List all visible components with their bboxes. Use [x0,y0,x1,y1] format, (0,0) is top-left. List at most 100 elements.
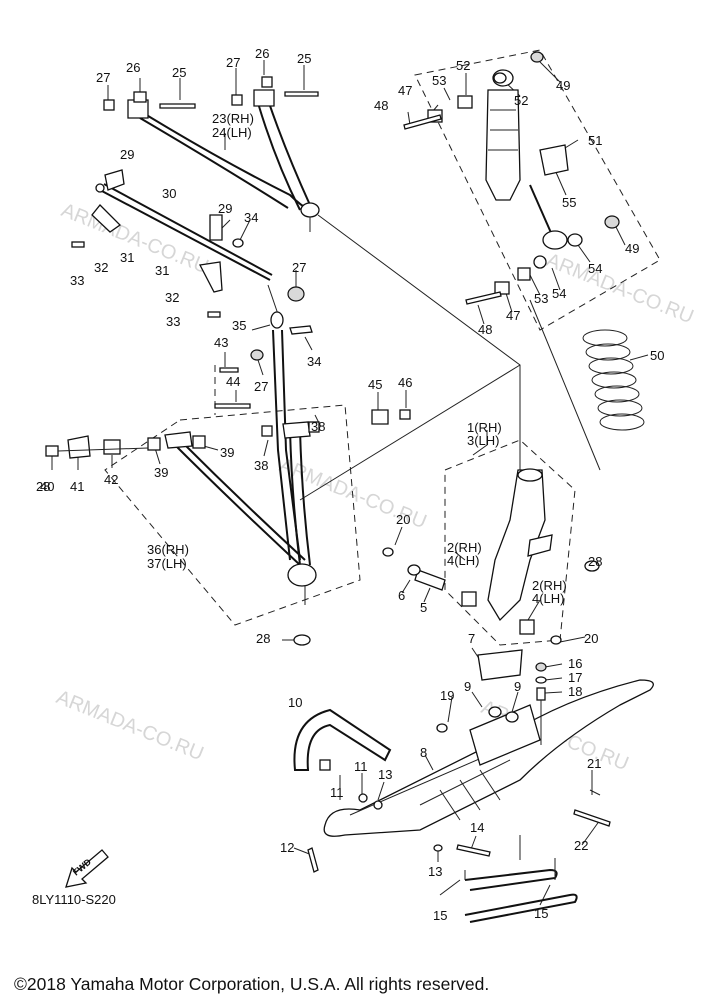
lower-a-arm [147,421,320,646]
callout: 24(LH) [212,125,252,140]
callout: 20 [584,631,598,646]
callout: 41 [70,479,84,494]
callout: 16 [568,656,582,671]
callout: 47 [398,83,412,98]
callout: 37(LH) [147,556,187,571]
callout: 29 [120,147,134,162]
callout: 13 [428,864,442,879]
callout: 31 [155,263,169,278]
callout: 49 [556,78,570,93]
callout: 27 [96,70,110,85]
watermark: ARMADA-CO.RU [58,199,212,278]
callout: 9 [514,679,521,694]
callout: 25 [297,51,311,66]
callout: 26 [126,60,140,75]
callout: 10 [288,695,302,710]
callout: 25 [172,65,186,80]
callout-labels: 1(RH) 3(LH) 2(RH) 4(LH) 2(RH) 4(LH) 5 6 … [36,46,664,923]
callout: 26 [255,46,269,61]
watermarks: ARMADA-CO.RU ARMADA-CO.RU ARMADA-CO.RU A… [53,199,697,775]
callout: 42 [104,472,118,487]
callout: 15 [433,908,447,923]
callout: 17 [568,670,582,685]
callout: 27 [226,55,240,70]
callout: 18 [568,684,582,699]
callout: 22 [574,838,588,853]
callout: 45 [368,377,382,392]
callout: 49 [625,241,639,256]
callout: 54 [588,261,602,276]
watermark: ARMADA-CO.RU [53,686,207,765]
callout: 33 [70,273,84,288]
callout: 8 [420,745,427,760]
upper-arm-hardware [103,76,319,111]
callout: 40 [40,479,54,494]
callout: 52 [514,93,528,108]
callout: 12 [280,840,294,855]
callout: 28 [256,631,270,646]
callout: 39 [154,465,168,480]
callout: 7 [468,631,475,646]
callout: 47 [506,308,520,323]
callout: 4(LH) [447,553,480,568]
wear-bars [433,789,611,923]
callout: 52 [456,58,470,73]
callout: 48 [478,322,492,337]
coil-spring [582,329,645,431]
ski [323,649,654,837]
callout: 44 [226,374,240,389]
shock-absorber [403,51,620,305]
callout: 32 [165,290,179,305]
callout: 50 [650,348,664,363]
callout: 43 [214,335,228,350]
callout: 23(RH) [212,111,254,126]
callout: 39 [220,445,234,460]
callout: 36(RH) [147,542,189,557]
callout: 11 [330,785,344,800]
callout: 4(LH) [532,591,565,606]
callout: 33 [166,314,180,329]
callout: 35 [232,318,246,333]
callout: 1(RH) [467,420,502,435]
callout: 28 [36,479,50,494]
callout: 2(RH) [532,578,567,593]
callout: 19 [440,688,454,703]
ski-handle [293,708,392,873]
callout: 21 [587,756,601,771]
upper-a-arm [127,89,320,232]
callout: 53 [432,73,446,88]
callout: 51 [588,133,602,148]
lower-arm-hardware [45,367,411,459]
copyright: ©2018 Yamaha Motor Corporation, U.S.A. A… [14,974,489,994]
callout: 46 [398,375,412,390]
callout: 13 [378,767,392,782]
callout: 30 [162,186,176,201]
callout: 34 [244,210,258,225]
callout: 54 [552,286,566,301]
callout: 9 [464,679,471,694]
fwd-arrow-icon: FWD [65,849,109,888]
callout: 3(LH) [467,433,500,448]
callout: 29 [218,201,232,216]
callout: 6 [398,588,405,603]
tie-rod [71,169,305,318]
callout: 38 [311,419,325,434]
callout: 11 [354,759,368,774]
callout: 32 [94,260,108,275]
callout: 53 [534,291,548,306]
callout: 27 [292,260,306,275]
callout: 2(RH) [447,540,482,555]
callout: 28 [588,554,602,569]
callout: 15 [534,906,548,921]
callout: 48 [374,98,388,113]
callout: 38 [254,458,268,473]
callout: 27 [254,379,268,394]
callout: 20 [396,512,410,527]
callout: 34 [307,354,321,369]
callout: 14 [470,820,484,835]
callout: 55 [562,195,576,210]
ski-spindle [382,468,600,645]
callout: 5 [420,600,427,615]
diagram-code: 8LY1110-S220 [32,892,116,907]
